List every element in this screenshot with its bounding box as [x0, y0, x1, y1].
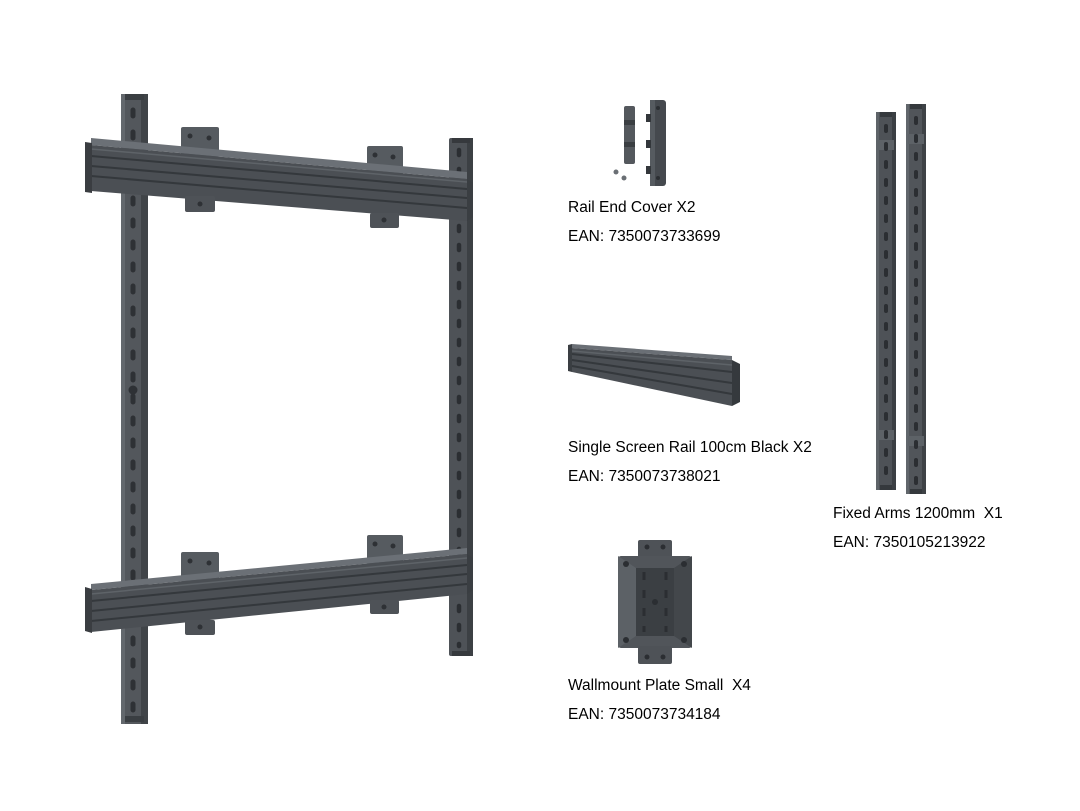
left-fixed-arm [121, 94, 148, 724]
rail-end-cover-back-piece [624, 106, 635, 164]
fixed-arm-2 [906, 104, 926, 494]
screws [613, 169, 627, 181]
top-rail-end-cap-right [467, 179, 473, 221]
bottom-rail-bracket-tabs [185, 600, 399, 635]
bottom-rail [85, 548, 473, 633]
plate-top-flange [638, 540, 672, 558]
single-screen-rail-body [568, 344, 740, 406]
bottom-rail-end-cap-left [85, 587, 92, 633]
rail-end-cover-svg [613, 100, 666, 186]
rail-far-end [568, 344, 572, 372]
part-ean: EAN: 7350073733699 [568, 228, 721, 245]
fixed-arms-svg [876, 104, 926, 494]
rail-end-cover-illustration [610, 96, 682, 196]
rail-end-cover-front-piece [646, 100, 666, 186]
single-screen-rail-caption: Single Screen Rail 100cm Black X2 EAN: 7… [568, 438, 812, 486]
rail-end-cover-caption: Rail End Cover X2 EAN: 7350073733699 [568, 198, 721, 246]
part-ean: EAN: 7350105213922 [833, 534, 986, 551]
right-fixed-arm [449, 138, 473, 656]
fixed-arm-1 [876, 112, 896, 490]
assembled-frame-illustration [75, 80, 495, 730]
wallmount-plate-svg [618, 540, 692, 664]
part-ean: EAN: 7350073738021 [568, 468, 721, 485]
assembled-frame-svg [85, 94, 473, 724]
fixed-arms-illustration [872, 100, 934, 500]
plate-bottom-flange [638, 646, 672, 664]
plate-left-bevel [618, 556, 636, 648]
wallmount-plate-caption: Wallmount Plate Small X4 EAN: 7350073734… [568, 676, 751, 724]
single-screen-rail-illustration [562, 330, 747, 415]
top-rail-end-cap-left [85, 142, 92, 193]
single-screen-rail-svg [568, 344, 740, 406]
top-rail-bracket-tabs [185, 196, 399, 228]
bottom-rail-end-cap-right [467, 554, 473, 594]
part-name: Fixed Arms 1200mm X1 [833, 505, 1003, 522]
fixed-arms-caption: Fixed Arms 1200mm X1 EAN: 7350105213922 [833, 504, 1003, 552]
part-name: Single Screen Rail 100cm Black X2 [568, 439, 812, 456]
part-name: Rail End Cover X2 [568, 199, 696, 216]
wallmount-plate-body [618, 540, 692, 664]
part-ean: EAN: 7350073734184 [568, 706, 721, 723]
rail-end-face [732, 360, 740, 406]
plate-right-bevel [674, 556, 692, 648]
top-rail [85, 138, 473, 221]
part-name: Wallmount Plate Small X4 [568, 677, 751, 694]
wallmount-plate-illustration [606, 536, 704, 668]
